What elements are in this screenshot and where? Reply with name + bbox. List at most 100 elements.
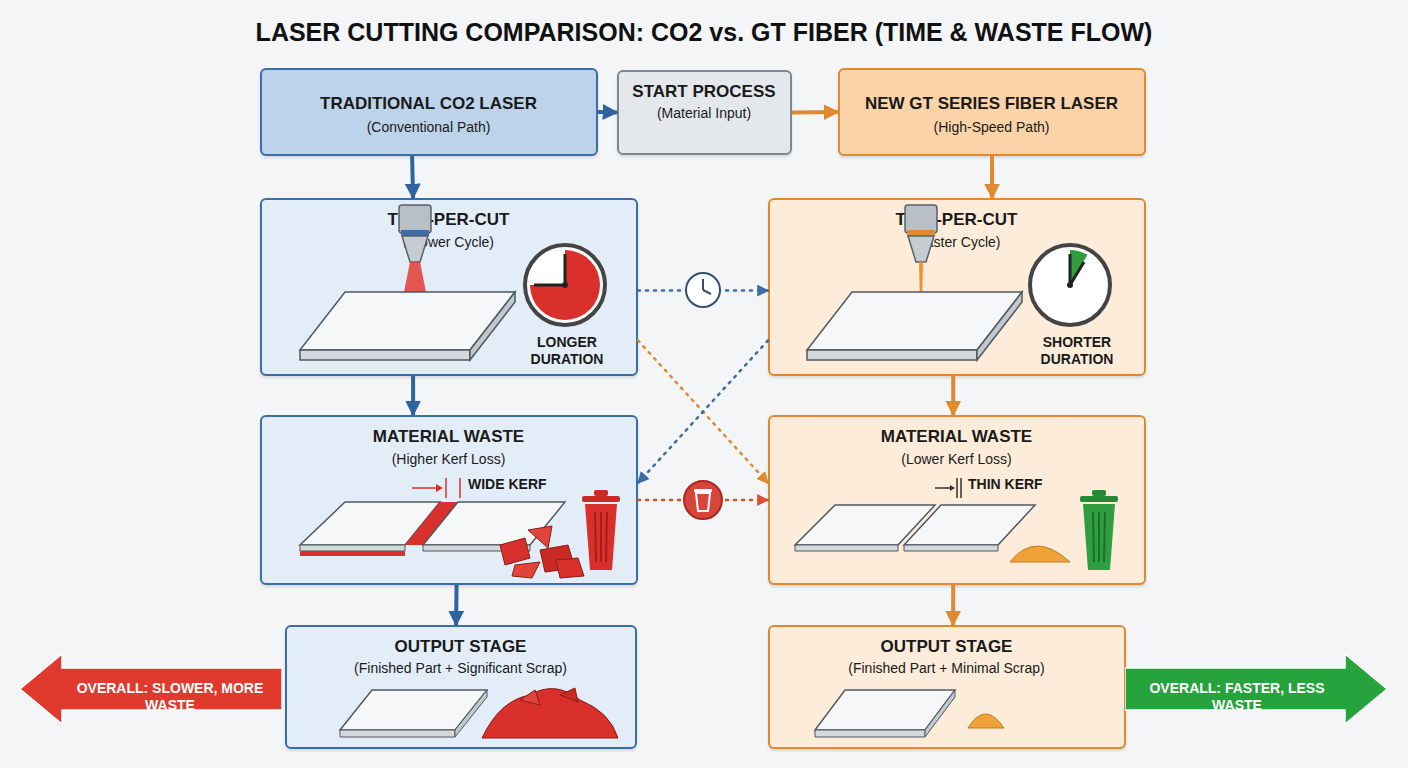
trash-bin	[1080, 496, 1118, 502]
process-box: TRADITIONAL CO2 LASER (Conventional Path)	[260, 68, 598, 156]
kerf-marker	[436, 484, 443, 492]
finished-part	[340, 690, 487, 730]
box-heading: START PROCESS	[619, 82, 789, 102]
kerf-marker	[412, 478, 460, 498]
cut-plates	[904, 545, 998, 551]
clock-slow	[562, 282, 568, 288]
dotted-connector	[638, 499, 768, 502]
process-box: TIME-PER-CUT(Faster Cycle)SHORTER DURATI…	[768, 198, 1146, 376]
clock-icon	[702, 279, 704, 290]
metal-plate	[470, 292, 515, 360]
scrap-debris	[500, 538, 530, 565]
process-box: OUTPUT STAGE(Finished Part + Significant…	[285, 625, 637, 749]
scrap-pile	[482, 689, 618, 738]
trash-bin	[1080, 490, 1118, 570]
trash-bin	[1083, 504, 1115, 570]
box-subtitle: (Finished Part + Minimal Scrap)	[770, 660, 1123, 677]
box-subtitle: (Faster Cycle)	[770, 234, 1143, 251]
metal-plate	[300, 350, 470, 360]
cut-plates	[423, 502, 565, 545]
metal-plate	[300, 292, 515, 350]
process-box: OUTPUT STAGE (Finished Part + Minimal Scr…	[768, 625, 1126, 749]
scrap-pile	[482, 688, 618, 738]
box-heading: OVERALL: SLOWER, MORE WASTE	[64, 680, 276, 713]
clock-slow	[564, 254, 567, 285]
trash-icon	[694, 489, 712, 492]
metal-plate	[807, 292, 1022, 360]
kerf-marker	[960, 478, 962, 498]
laser-head	[905, 205, 937, 233]
box-heading: TRADITIONAL CO2 LASER	[262, 94, 595, 114]
box-heading: OUTPUT STAGE	[770, 637, 1123, 657]
laser-beam	[919, 262, 923, 304]
finished-part	[455, 690, 487, 737]
clock-fast	[1067, 282, 1073, 288]
process-box: MATERIAL WASTE(Higher Kerf Loss)WIDE KER…	[260, 415, 638, 585]
box-subtitle: (Slower Cycle)	[262, 234, 635, 251]
dotted-connector	[638, 340, 768, 483]
cut-plates	[795, 545, 898, 551]
dust-pile	[968, 714, 1004, 728]
scrap-pile	[520, 690, 540, 705]
laser-head	[905, 205, 937, 262]
metal-plate	[807, 350, 977, 360]
flow-arrow	[951, 376, 955, 415]
trash-bin	[1104, 512, 1105, 562]
metal-plate	[300, 292, 515, 360]
finished-part	[815, 690, 955, 730]
finished-part	[815, 730, 925, 737]
box-note: LONGER DURATION	[512, 334, 622, 367]
summary-arrow: OVERALL: SLOWER, MORE WASTE	[20, 654, 282, 724]
box-heading: TIME-PER-CUT	[770, 210, 1143, 230]
dust-pile	[1010, 546, 1070, 562]
cut-plates	[300, 502, 565, 556]
flow-arrow	[454, 585, 458, 625]
kerf-marker	[935, 478, 961, 498]
clock-fast	[1030, 245, 1110, 325]
clock-slow	[525, 245, 605, 325]
clock-icon	[686, 273, 720, 307]
cut-plates	[300, 502, 440, 545]
trash-icon	[696, 493, 710, 511]
flow-arrow	[598, 110, 617, 115]
process-box: NEW GT SERIES FIBER LASER(High-Speed Pat…	[838, 68, 1146, 156]
kerf-marker	[445, 478, 447, 498]
finished-part	[340, 730, 455, 737]
flow-arrow	[951, 585, 955, 625]
cut-plates	[300, 551, 405, 556]
trash-bin	[595, 512, 596, 562]
process-box: START PROCESS(Material Input)	[617, 70, 792, 155]
cut-plates	[405, 502, 458, 545]
scrap-debris	[500, 526, 584, 578]
laser-head	[908, 236, 934, 262]
kerf-marker	[935, 487, 950, 489]
finished-part	[815, 690, 955, 737]
kerf-marker	[459, 478, 461, 498]
scrap-debris	[556, 558, 584, 578]
finished-part	[925, 690, 955, 737]
kerf-marker	[412, 487, 436, 489]
box-subtitle: (Conventional Path)	[262, 119, 595, 136]
finished-part	[340, 690, 487, 737]
box-subtitle: (Lower Kerf Loss)	[770, 451, 1143, 468]
box-note: WIDE KERF	[468, 476, 588, 493]
cut-plates	[795, 505, 1035, 551]
cut-plates	[423, 545, 530, 551]
flow-arrow	[990, 156, 994, 198]
laser-head	[399, 205, 431, 233]
laser-beam	[919, 262, 923, 304]
laser-head	[399, 205, 431, 262]
arrow-outline	[20, 654, 282, 724]
cut-plates	[795, 505, 935, 545]
laser-head	[401, 230, 429, 236]
laser-beam	[402, 262, 428, 302]
kerf-marker	[956, 478, 958, 498]
arrow-outline	[1125, 654, 1387, 724]
clock-slow	[525, 245, 605, 325]
trash-bin	[1092, 490, 1106, 496]
flow-arrow	[410, 156, 415, 198]
metal-plate	[977, 292, 1022, 360]
scrap-debris	[512, 562, 540, 578]
scrap-pile	[560, 688, 578, 702]
